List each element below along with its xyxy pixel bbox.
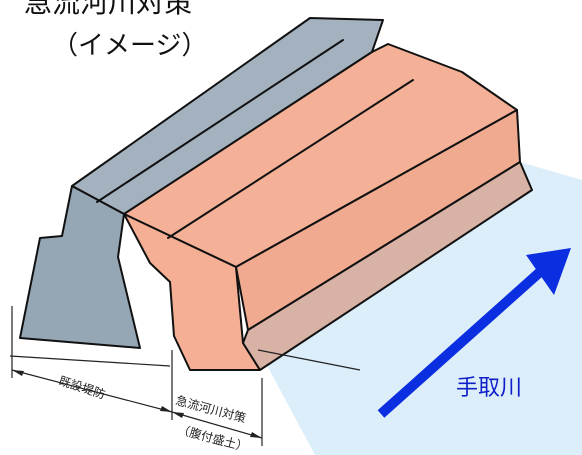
countermeasure-toe-slope	[242, 161, 533, 371]
river-label: 手取川	[456, 376, 522, 401]
countermeasure-label: 急流河川対策	[174, 392, 247, 425]
dimension-arrowhead-middle-2	[172, 412, 184, 418]
flow-arrow-shaft	[377, 268, 544, 418]
dimension-line-countermeasure	[171, 411, 263, 439]
existing-levee-label: 既設堤防	[57, 373, 107, 402]
dimension-arrowhead-middle	[160, 406, 172, 412]
river-area	[248, 162, 582, 455]
diagram-subtitle: （イメージ）	[52, 31, 207, 61]
dimension-line-existing	[11, 369, 173, 413]
countermeasure-front	[123, 213, 261, 371]
dimension-arrowhead-right	[250, 432, 262, 438]
flow-arrowhead	[526, 248, 571, 295]
ground-line-left	[9, 355, 171, 367]
existing-levee-back-slope	[19, 185, 141, 349]
diagram-title: 急流河川対策	[24, 0, 192, 19]
countermeasure-note: （腹付盛土）	[176, 421, 249, 454]
ground-line-right	[257, 349, 361, 371]
dimension-arrowhead-left	[12, 370, 24, 376]
existing-levee-ridge-line	[96, 39, 344, 203]
countermeasure-ridge-line	[167, 79, 414, 239]
